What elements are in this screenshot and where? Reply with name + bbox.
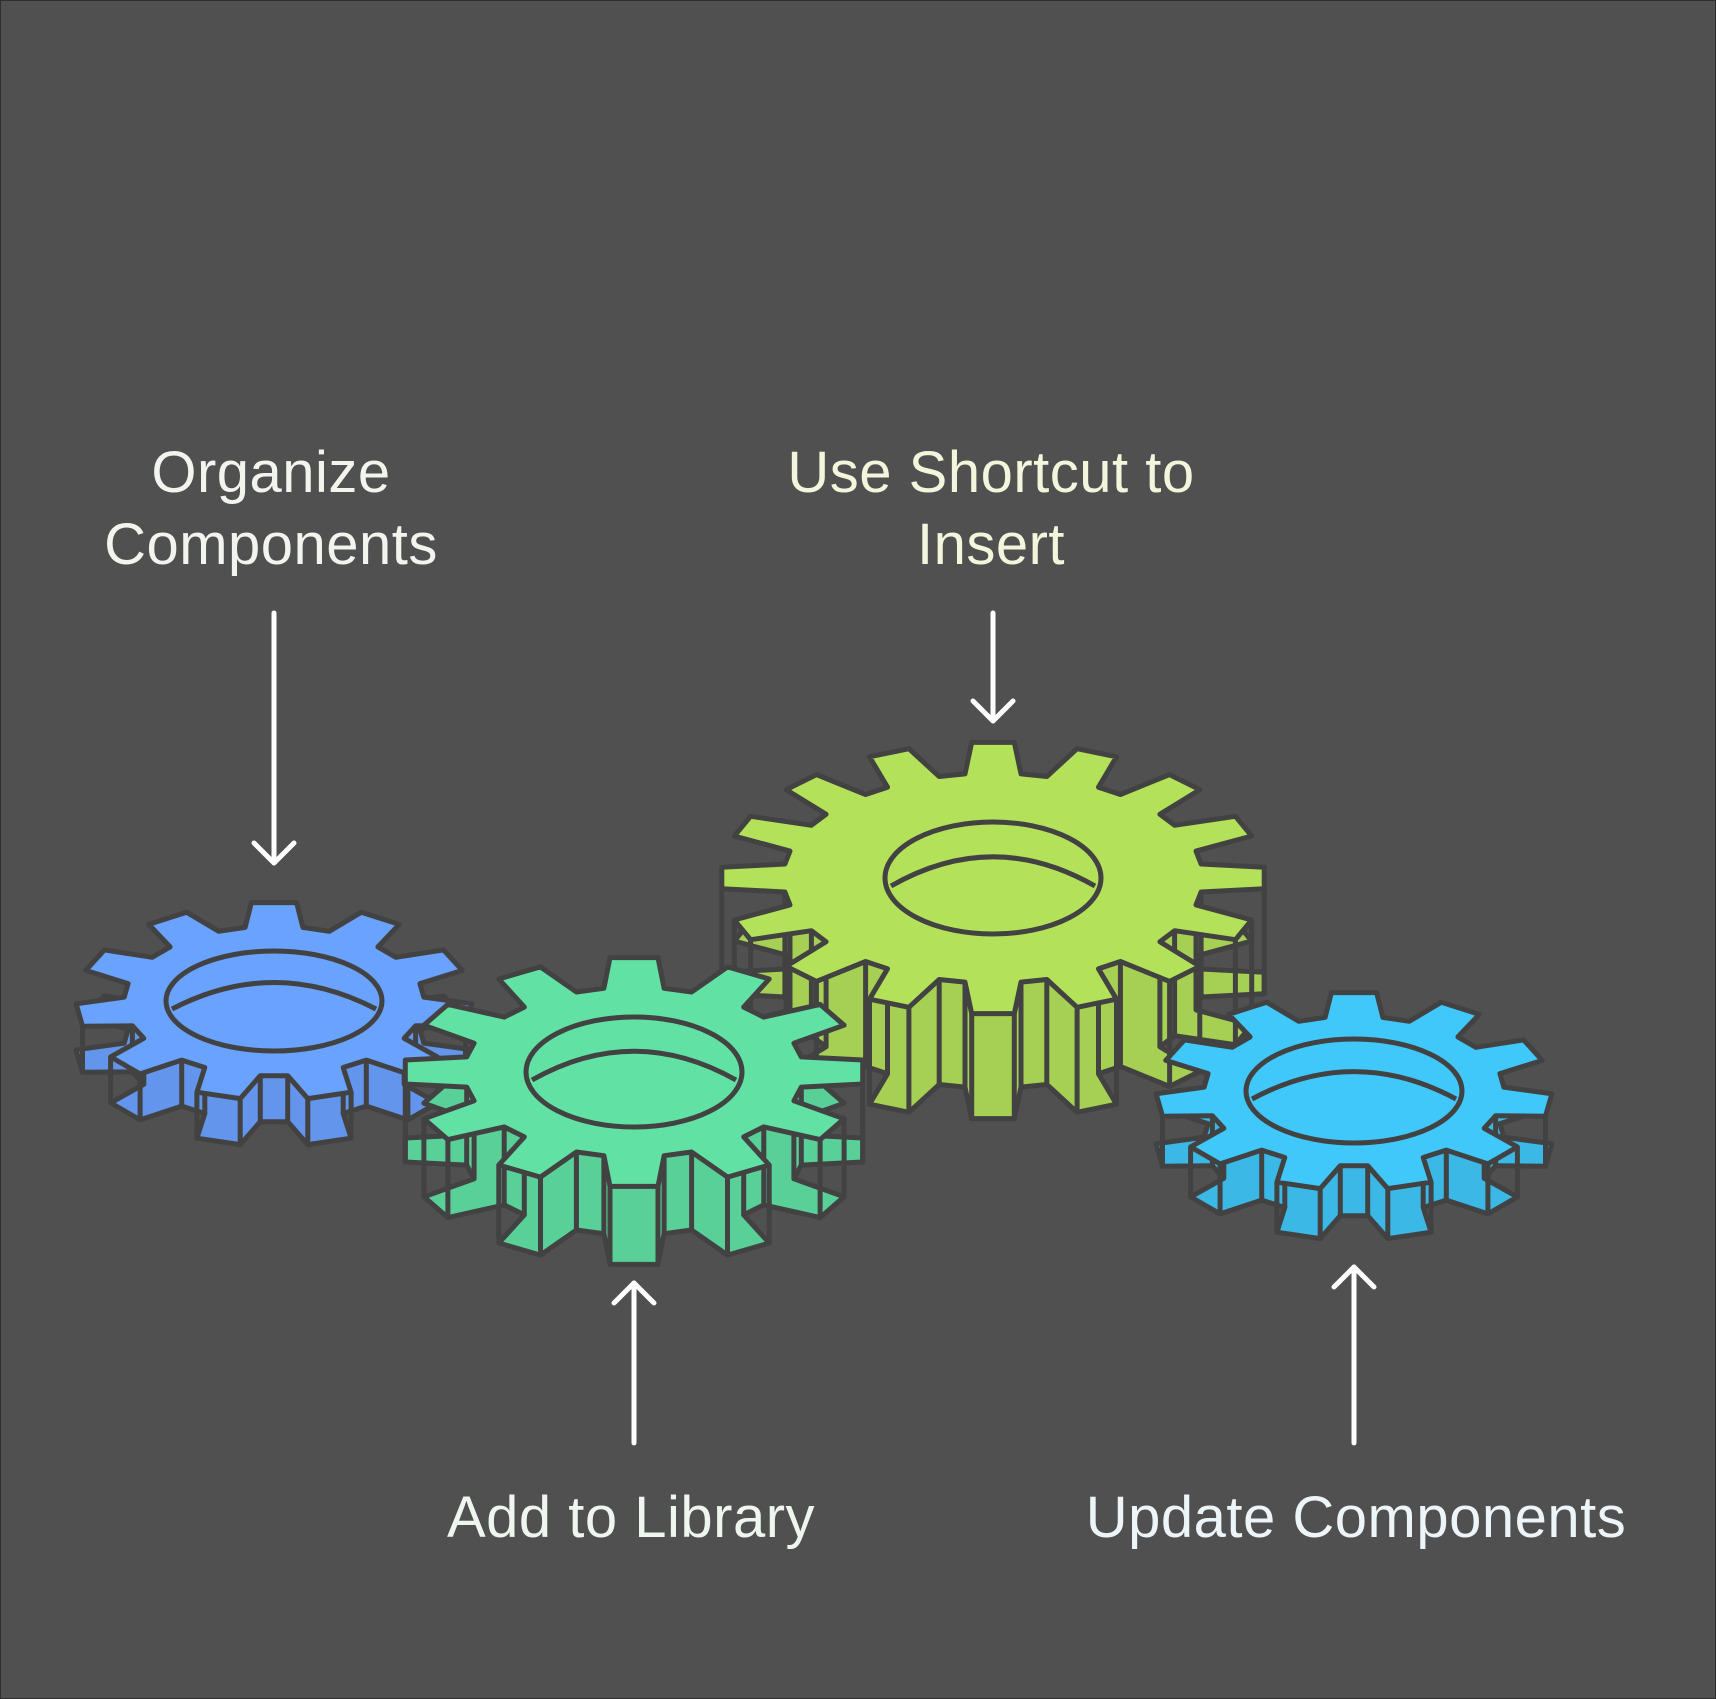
gear-organize-hole-rim <box>170 980 378 1012</box>
arrow-library-head <box>611 1280 657 1306</box>
gear-library-hole-rim <box>530 1048 738 1083</box>
gear-organize <box>73 900 475 1148</box>
label-organize-components: Organize Components <box>104 440 438 577</box>
gear-organize-hole <box>163 948 385 1054</box>
gear-update-hole-rim <box>1250 1069 1458 1102</box>
gear-shortcut-hole <box>882 819 1104 937</box>
gear-library-hole <box>523 1014 745 1130</box>
gear-update-hole <box>1243 1036 1465 1146</box>
label-use-shortcut-to-insert: Use Shortcut to Insert <box>787 440 1195 577</box>
label-add-to-library: Add to Library <box>446 1485 816 1550</box>
gear-shortcut <box>719 739 1267 1122</box>
arrow-update-head <box>1331 1264 1377 1290</box>
arrow-shortcut-head <box>970 698 1016 724</box>
gear-shortcut-hole-rim <box>889 854 1097 889</box>
arrow-shortcut <box>970 610 1016 724</box>
arrow-organize-head <box>251 840 297 866</box>
arrow-update <box>1331 1264 1377 1446</box>
gear-update <box>1153 990 1555 1242</box>
gears-layer <box>73 739 1555 1267</box>
arrow-library <box>611 1280 657 1446</box>
arrows-layer <box>251 610 1377 1446</box>
arrow-organize <box>251 610 297 866</box>
gear-library <box>402 955 866 1267</box>
label-update-components: Update Components <box>1085 1485 1627 1550</box>
